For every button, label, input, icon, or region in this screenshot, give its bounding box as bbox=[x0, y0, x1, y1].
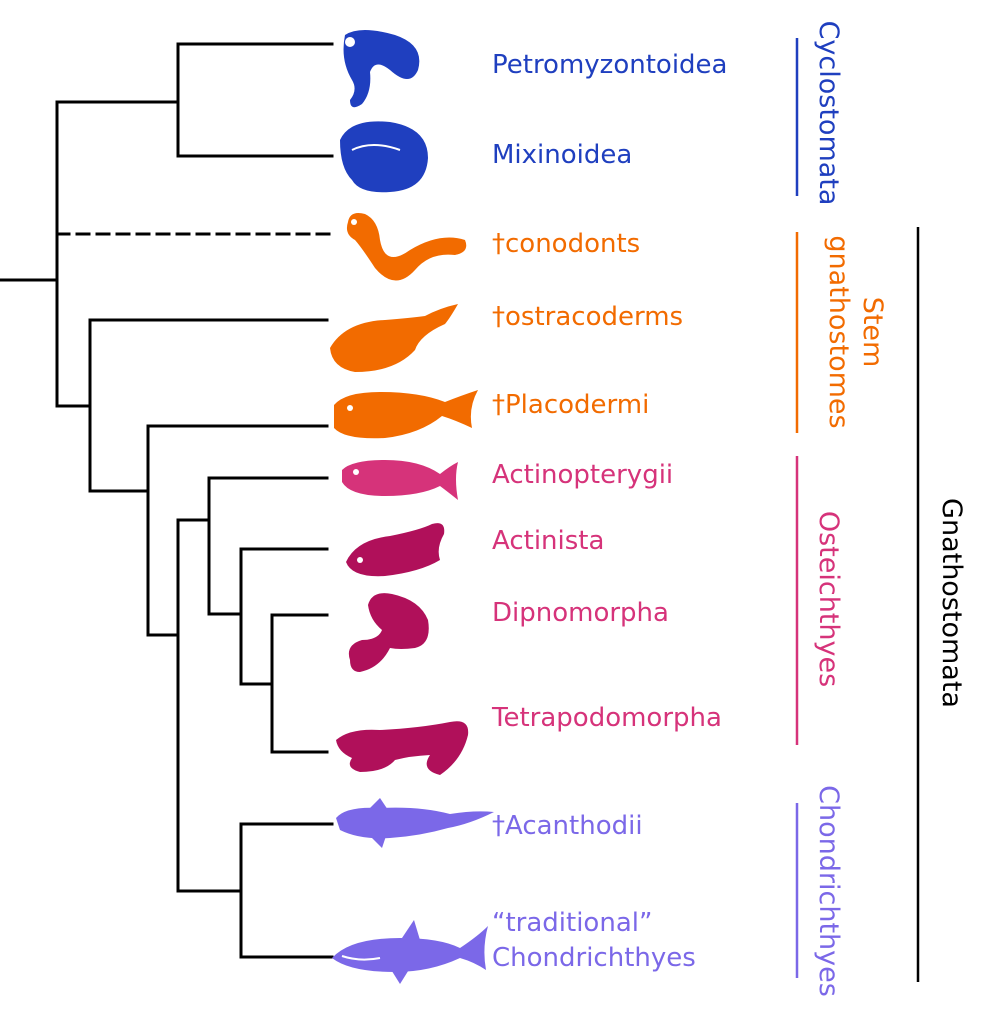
group-label-stem-line1: Stem bbox=[857, 297, 888, 368]
label-actinopterygii: Actinopterygii bbox=[492, 460, 673, 490]
label-conodonts: †conodonts bbox=[492, 229, 640, 259]
coelacanth-silhouette bbox=[346, 523, 445, 577]
ray-finned-fish-silhouette bbox=[342, 460, 458, 500]
placoderm-silhouette bbox=[334, 390, 478, 439]
tetrapodomorph-silhouette bbox=[336, 721, 469, 775]
label-actinista: Actinista bbox=[492, 526, 604, 556]
group-label-chondrichthyes: Chondrichthyes bbox=[813, 785, 844, 997]
label-tetrapodomorpha: Tetrapodomorpha bbox=[491, 703, 722, 733]
tree-branches bbox=[0, 42, 334, 959]
label-petromyzontoidea: Petromyzontoidea bbox=[492, 50, 727, 80]
ostracoderm-silhouette bbox=[330, 304, 458, 372]
label-dipnomorpha: Dipnomorpha bbox=[492, 598, 669, 628]
lungfish-silhouette bbox=[348, 593, 429, 672]
group-label-osteichthyes: Osteichthyes bbox=[813, 511, 844, 687]
label-mixinoidea: Mixinoidea bbox=[492, 140, 632, 170]
group-label-stem-line2: gnathostomes bbox=[823, 235, 854, 428]
group-label-cyclostomata: Cyclostomata bbox=[813, 21, 844, 206]
label-chondrichthyes-line1: “traditional” bbox=[492, 908, 652, 938]
label-ostracoderms: †ostracoderms bbox=[492, 302, 683, 332]
conodont-silhouette bbox=[346, 213, 467, 281]
lamprey-silhouette bbox=[343, 30, 420, 108]
group-label-gnathostomata: Gnathostomata bbox=[936, 498, 967, 708]
acanthodian-silhouette bbox=[336, 798, 494, 848]
label-chondrichthyes-line2: Chondrichthyes bbox=[492, 943, 696, 973]
hagfish-silhouette bbox=[340, 121, 428, 193]
label-acanthodii: †Acanthodii bbox=[492, 811, 643, 841]
label-placodermi: †Placodermi bbox=[492, 390, 649, 420]
shark-silhouette bbox=[332, 920, 488, 984]
